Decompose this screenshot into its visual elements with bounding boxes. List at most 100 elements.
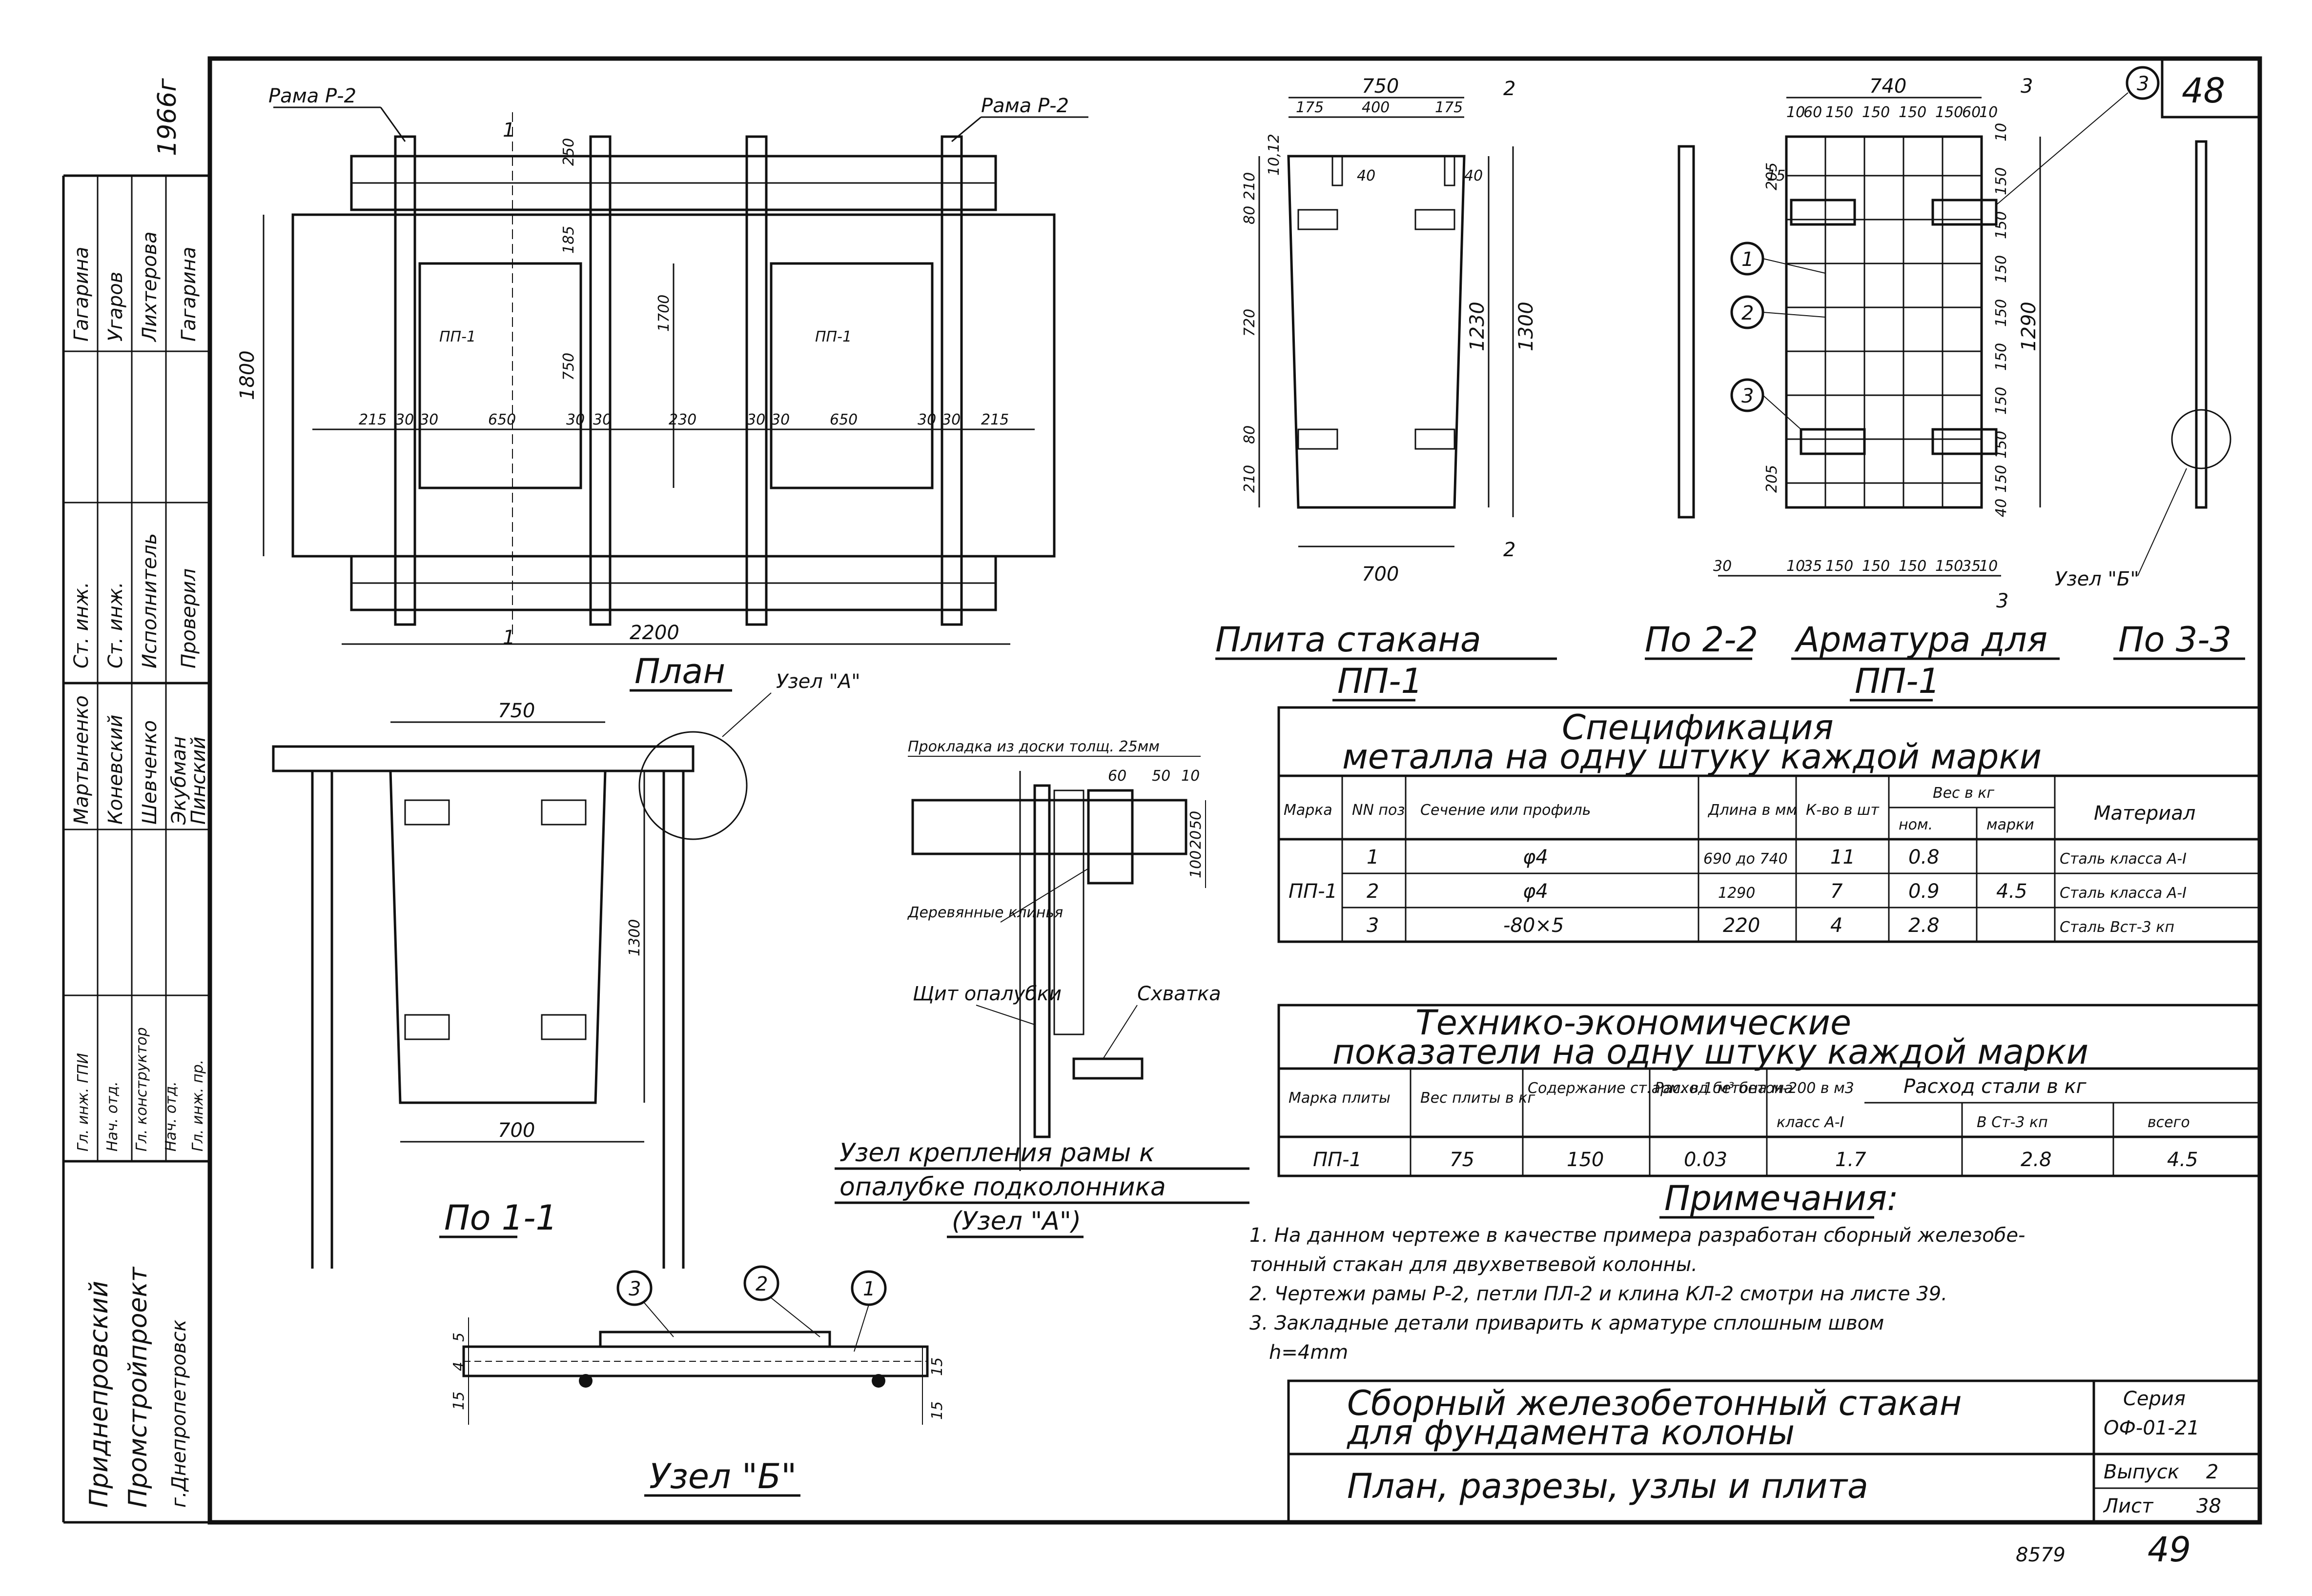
- plate-dim-height-inner: 1230: [1466, 302, 1489, 351]
- plate-outline: [1287, 155, 1466, 509]
- spec-mark-weight: 4.5: [1996, 880, 2027, 903]
- node-a-shield: [1033, 784, 1051, 1138]
- section-3-3-title: По 3-3: [2118, 620, 2231, 660]
- series-label: Серия: [2123, 1388, 2186, 1410]
- plate-dim-left: 210: [1241, 465, 1258, 493]
- plate-subtitle: ПП-1: [1337, 661, 1423, 701]
- embedded-plate: [1297, 428, 1338, 450]
- spec-cell: -80×5: [1503, 914, 1564, 937]
- reinf-dim: 60: [1962, 104, 1981, 121]
- issue-label: Выпуск: [2104, 1461, 2179, 1483]
- plan-dim-185: 185: [560, 226, 577, 254]
- stamp-upper-roles: Ст. инж. Ст. инж. Исполнитель Проверил Г…: [70, 231, 200, 668]
- s11-embed: [404, 1014, 450, 1040]
- node-a-leader: [976, 1005, 1035, 1025]
- tech-header: Расход бетона м-200 в м3: [1655, 1080, 1854, 1097]
- plate-pp1-left: [418, 262, 582, 489]
- plan-dim-inner: 1700: [655, 295, 673, 332]
- reinf-dim: 150: [1993, 167, 2010, 195]
- plate-dim-left: 80: [1241, 206, 1258, 224]
- spec-cell: 0.8: [1908, 846, 1940, 869]
- frame-left-leader: [380, 107, 406, 142]
- reinf-dim: 10: [1979, 104, 1998, 121]
- section-3-3-strip: [2195, 140, 2208, 509]
- plan-dim: 30: [918, 411, 936, 428]
- spec-header: Марка: [1284, 802, 1332, 819]
- plan-dim-750: 750: [560, 353, 577, 381]
- title-line-1: Сборный железобетонный стакан: [1347, 1383, 1962, 1423]
- note-line: тонный стакан для двухветвевой колонны.: [1249, 1253, 1698, 1276]
- spec-mark: ПП-1: [1289, 880, 1337, 903]
- reinf-dim-height: 1290: [2018, 302, 2040, 351]
- page-number: 49: [2148, 1530, 2191, 1570]
- reinf-dim: 150: [1899, 558, 1926, 575]
- series-value: ОФ-01-21: [2104, 1417, 2200, 1439]
- callout-leader: [1762, 395, 1801, 430]
- org-line: Приднепровский: [84, 1281, 114, 1508]
- callout-leader: [771, 1297, 820, 1337]
- section-1-1-view: 750 700 1300 Узел "А" По 1-1: [272, 670, 860, 1269]
- spec-cell: 0.9: [1908, 880, 1940, 903]
- stamp-lower-role: Нач. отд.: [104, 1081, 121, 1152]
- reinf-dim: 150: [1935, 104, 1963, 121]
- spec-row: 1 φ4 690 до 740 11 0.8 Сталь класса А-I: [1367, 846, 2187, 869]
- stamp-role: Проверил: [178, 568, 200, 668]
- node-a-dim: 20: [1187, 830, 1205, 849]
- spec-header: марки: [1986, 816, 2034, 833]
- title-subtitle: План, разрезы, узлы и плита: [1347, 1466, 1868, 1506]
- reinf-dim-15: 15: [1767, 167, 1785, 184]
- stamp-role: Исполнитель: [139, 533, 161, 668]
- spec-cell: Сталь Вст-3 кп: [2060, 919, 2174, 936]
- plan-dim: 215: [981, 411, 1009, 428]
- plan-dim: 30: [395, 411, 414, 428]
- spec-header: Сечение или профиль: [1420, 802, 1591, 819]
- reinf-dim: 150: [1993, 431, 2010, 459]
- reinf-dim: 150: [1993, 255, 2010, 283]
- stamp-lower-name: Шевченко: [139, 720, 161, 825]
- node-a-view: Прокладка из доски толщ. 25мм Деревянные…: [835, 738, 1249, 1238]
- node-a-title-2: опалубке подколонника: [839, 1172, 1166, 1202]
- stamp-name: Лихтерова: [139, 231, 161, 343]
- frame-p2-post: [941, 135, 963, 626]
- reinf-dim-205: 205: [1763, 465, 1780, 493]
- tech-table: Технико-экономические показатели на одну…: [1277, 1003, 2261, 1177]
- spec-cell: 7: [1830, 880, 1843, 903]
- spec-header: К-во в шт: [1806, 802, 1880, 819]
- reinf-dim: 150: [1899, 104, 1926, 121]
- callout-3: 3: [1741, 385, 1754, 407]
- callout-leader: [1996, 92, 2128, 205]
- plate-dim-part: 175: [1435, 99, 1463, 116]
- reinf-dim: 150: [1862, 558, 1890, 575]
- embedded-plate: [1414, 209, 1455, 230]
- embedded-plate: [1297, 209, 1338, 230]
- title-block: Сборный железобетонный стакан для фундам…: [1287, 1379, 2261, 1524]
- reinf-dim: 150: [1993, 299, 2010, 327]
- spec-title-2: металла на одну штуку каждой марки: [1342, 737, 2042, 777]
- reinf-dim-30: 30: [1713, 558, 1732, 575]
- node-b-dim: 15: [929, 1357, 946, 1376]
- spec-row: 3 -80×5 220 4 2.8 Сталь Вст-3 кп: [1367, 914, 2174, 937]
- s11-plate: [389, 769, 607, 1104]
- spec-cell: 4: [1830, 914, 1842, 937]
- spec-cell: 2: [1367, 880, 1379, 903]
- stamp-role: Ст. инж.: [104, 582, 127, 668]
- frame-right-leader: [951, 116, 982, 142]
- section-mark-2-bottom: 2: [1503, 539, 1515, 561]
- spec-header: Материал: [2094, 802, 2195, 825]
- tech-cell: 1.7: [1835, 1149, 1866, 1171]
- plan-dim-250: 250: [560, 138, 577, 166]
- section-2-2: По 2-2: [1645, 145, 1758, 660]
- section-mark-2-top: 2: [1503, 78, 1515, 100]
- node-a-leader: [1103, 1005, 1138, 1059]
- section-2-2-title: По 2-2: [1645, 620, 1758, 660]
- reinf-dim: 150: [1993, 465, 2010, 493]
- callout-leader: [1762, 312, 1826, 318]
- reinf-title: Арматура для: [1794, 620, 2047, 660]
- note-line: 3. Закладные детали приварить к арматуре…: [1249, 1312, 1884, 1334]
- callout-circle: [743, 1265, 779, 1301]
- stamp-name: Гагарина: [178, 247, 200, 342]
- reinforcement-view: 740 10 60 150 150 150 150 60 10 10 35 15…: [1713, 66, 2245, 702]
- reinf-dim-205: 205: [1763, 162, 1780, 190]
- plate-title: Плита стакана: [1215, 620, 1481, 660]
- sheet-value: 38: [2196, 1495, 2221, 1517]
